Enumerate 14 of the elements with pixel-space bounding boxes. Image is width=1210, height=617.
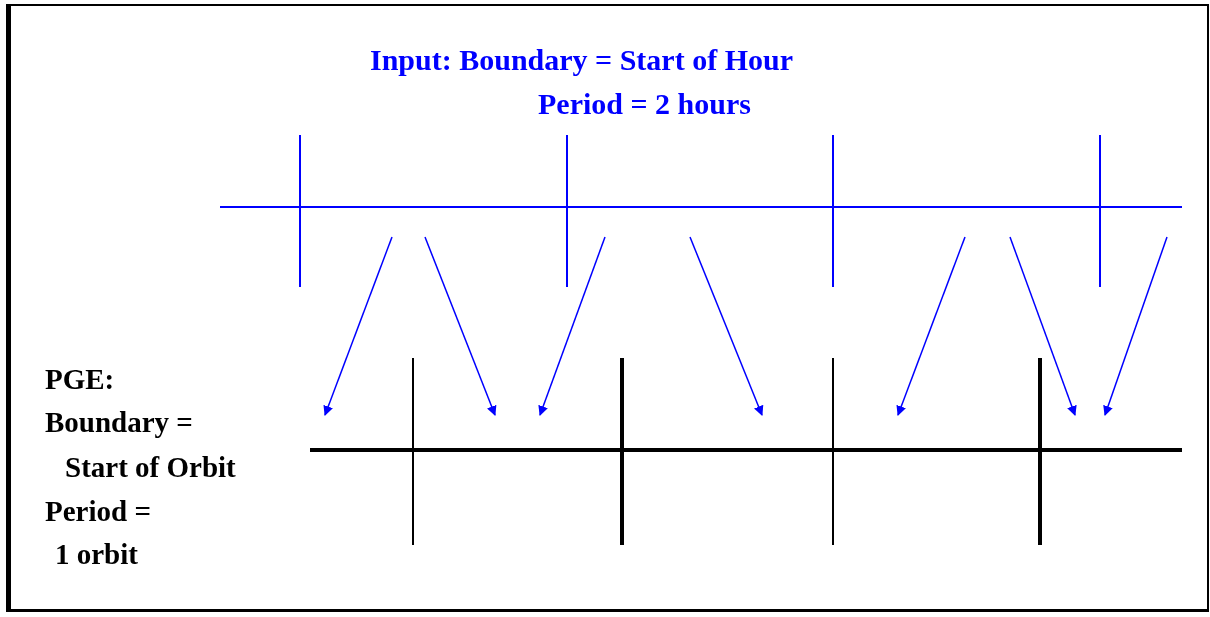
pge-label: Boundary = <box>45 408 193 437</box>
arrow <box>538 236 606 416</box>
pge-label: Period = <box>45 497 151 526</box>
input-heading: Period = 2 hours <box>538 89 751 119</box>
arrow <box>424 236 497 416</box>
arrow <box>689 236 764 416</box>
pge-label: 1 orbit <box>55 540 138 569</box>
arrow <box>1103 236 1168 416</box>
arrow <box>323 236 393 416</box>
pge-label: PGE: <box>45 365 115 394</box>
arrow <box>1009 236 1077 416</box>
arrow <box>896 236 966 416</box>
input-heading: Input: Boundary = Start of Hour <box>370 45 793 75</box>
pge-label: Start of Orbit <box>65 453 236 482</box>
